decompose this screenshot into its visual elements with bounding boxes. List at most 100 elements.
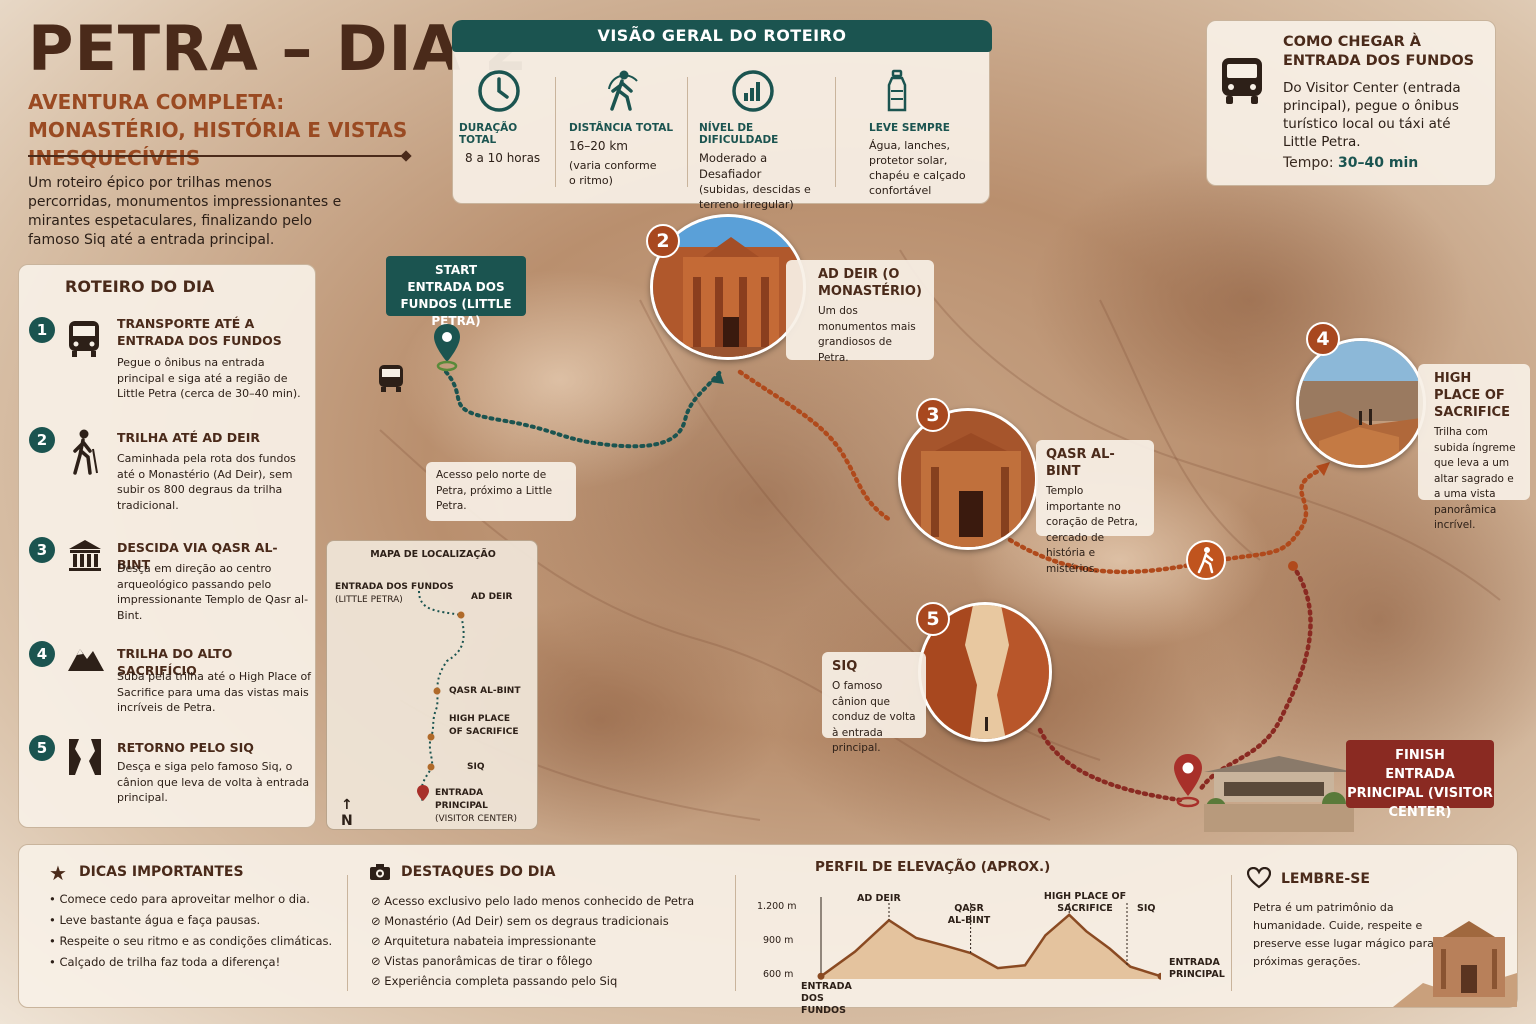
minimap-label: ENTRADA DOS FUNDOS(LITTLE PETRA) — [335, 582, 454, 605]
remember-text: Petra é um patrimônio da humanidade. Cui… — [1253, 901, 1450, 968]
minimap-label: SIQ — [467, 762, 485, 772]
title-divider — [28, 155, 406, 157]
stop-title: AD DEIR (O MONASTÉRIO) — [818, 267, 922, 299]
overview-panel: VISÃO GERAL DO ROTEIRO DURAÇÃO TOTAL 8 a… — [452, 20, 992, 211]
elevation-title: PERFIL DE ELEVAÇÃO (APROX.) — [815, 859, 1051, 875]
stop-badge: 4 — [1306, 322, 1340, 356]
stop-desc: Templo importante no coração de Petra, c… — [1046, 485, 1139, 575]
siq-photo — [918, 602, 1052, 742]
overview-value: Água, lanches, protetor solar, chapéu e … — [869, 139, 966, 197]
canyon-icon — [67, 737, 103, 775]
step-title: TRILHA ATÉ AD DEIR — [117, 430, 260, 445]
tips-title: DICAS IMPORTANTES — [79, 864, 244, 880]
overview-value: 8 a 10 horas — [465, 151, 541, 165]
overview-difficulty: NÍVEL DE DIFICULDADE Moderado a Desafiad… — [699, 69, 833, 212]
check-icon: ⊘ — [371, 934, 381, 948]
finish-pin-icon — [1172, 752, 1204, 814]
overview-distance: DISTÂNCIA TOTAL 16–20 km (varia conforme… — [569, 69, 685, 188]
elevation-annotation: AD DEIR — [857, 893, 901, 904]
elevation-line — [820, 913, 1161, 978]
bus-icon — [67, 319, 103, 357]
overview-note: (varia conforme o ritmo) — [569, 159, 657, 187]
itinerary-panel: ROTEIRO DO DIA 1 TRANSPORTE ATÉ A ENTRAD… — [18, 264, 316, 828]
overview-label: LEVE SEMPRE — [869, 122, 950, 134]
temple-icon — [67, 537, 103, 573]
list-item: ⊘ Acesso exclusivo pelo lado menos conhe… — [371, 894, 695, 908]
north-arrow-icon: ↑N — [341, 797, 353, 829]
elevation-chart — [817, 897, 1161, 980]
overview-bring: LEVE SEMPRE Água, lanches, protetor sola… — [869, 69, 981, 198]
minimap-title: MAPA DE LOCALIZAÇÃO — [370, 549, 496, 560]
bottom-divider — [735, 875, 736, 991]
overview-title: VISÃO GERAL DO ROTEIRO — [452, 20, 992, 52]
bus-icon — [376, 362, 408, 398]
bus-icon — [1219, 55, 1265, 111]
step-number: 3 — [29, 537, 55, 563]
stop-desc: O famoso cânion que conduz de volta à en… — [832, 680, 916, 754]
route-segment-ad-deir-to-qasr — [737, 369, 893, 523]
minimap-finish-pin — [417, 785, 429, 801]
step-title: TRILHA DO ALTO SACRIFÍCIO — [117, 646, 233, 678]
overview-note: (subidas, descidas e terreno irregular) — [699, 183, 811, 211]
stop-desc: Trilha com subida íngreme que leva a um … — [1434, 426, 1516, 531]
overview-label: NÍVEL DE DIFICULDADE — [699, 122, 779, 146]
list-item: • Respeite o seu ritmo e as condições cl… — [49, 934, 333, 948]
tips-list: • Comece cedo para aproveitar melhor o d… — [49, 889, 349, 973]
page-title: PETRA – DIA 2 — [28, 12, 529, 85]
page-subtitle: AVENTURA COMPLETA: MONASTÉRIO, HISTÓRIA … — [28, 90, 408, 170]
route-segment-siq-to-finish — [1037, 727, 1183, 803]
elevation-ytick: 900 m — [763, 935, 794, 946]
water-bottle-icon — [885, 69, 981, 116]
step-title: DESCIDA VIA QASR AL-BINT — [117, 540, 278, 572]
finish-tag: FINISH — [1395, 748, 1445, 763]
list-item: ⊘ Monastério (Ad Deir) sem os degraus tr… — [371, 914, 669, 928]
minimap-point — [433, 687, 441, 695]
step-desc: Caminhada pela rota dos fundos até o Mon… — [117, 452, 296, 512]
overview-value: Moderado a Desafiador — [699, 151, 768, 181]
hiker-icon — [603, 69, 685, 116]
arrival-time-value: 30–40 min — [1338, 155, 1419, 171]
elevation-annotation: QASR AL-BINT — [947, 903, 991, 926]
elevation-end-label: ENTRADA PRINCIPAL — [1169, 957, 1225, 980]
step-desc: Suba pela trilha até o High Place of Sac… — [117, 670, 312, 714]
minimap-point — [427, 733, 435, 741]
minimap-label: QASR AL-BINT — [449, 686, 521, 696]
step-number: 4 — [29, 641, 55, 667]
finish-label: FINISH ENTRADA PRINCIPAL (VISITOR CENTER… — [1346, 740, 1494, 820]
visitor-center-illustration — [1204, 752, 1354, 832]
highlights-title: DESTAQUES DO DIA — [401, 864, 556, 880]
bottom-divider — [1231, 875, 1232, 991]
route-waypoint — [1288, 561, 1298, 571]
start-note: Acesso pelo norte de Petra, próximo a Li… — [426, 462, 576, 521]
stop-title: HIGH PLACE OF SACRIFICE — [1434, 371, 1510, 420]
siq-label: SIQ O famoso cânion que conduz de volta … — [822, 652, 926, 754]
location-minimap: MAPA DE LOCALIZAÇÃO ENTRADA DOS FUNDOS(L… — [326, 540, 538, 830]
list-item: • Comece cedo para aproveitar melhor o d… — [49, 892, 310, 906]
step-title: TRANSPORTE ATÉ A ENTRADA DOS FUNDOS — [117, 316, 282, 348]
route-segment-high-place-to-finish — [1197, 563, 1313, 793]
start-pin-icon — [432, 322, 462, 376]
stop-badge: 3 — [916, 398, 950, 432]
route-segment-qasr-to-high-place — [1007, 467, 1323, 575]
route-arrow-ad-deir — [710, 372, 724, 384]
stop-title: SIQ — [832, 659, 858, 674]
check-icon: ⊘ — [371, 914, 381, 928]
finish-text: ENTRADA PRINCIPAL (VISITOR CENTER) — [1347, 767, 1493, 820]
overview-divider — [687, 77, 688, 187]
highlights-list: ⊘ Acesso exclusivo pelo lado menos conhe… — [371, 891, 721, 991]
itinerary-title: ROTEIRO DO DIA — [65, 277, 215, 296]
mountain-icon — [67, 641, 104, 677]
intro-text: Um roteiro épico por trilhas menos perco… — [28, 175, 342, 248]
elevation-area — [821, 914, 1161, 979]
star-icon: ★ — [49, 861, 67, 885]
temple-illustration — [1393, 913, 1517, 1011]
elevation-start-label: ENTRADA DOS FUNDOS — [801, 981, 852, 1016]
clock-icon — [477, 69, 555, 116]
elevation-ytick: 1.200 m — [757, 901, 797, 912]
bottom-panel: ★ DICAS IMPORTANTES • Comece cedo para a… — [18, 844, 1518, 1016]
heart-icon — [1246, 866, 1272, 893]
elevation-end-point — [1157, 972, 1161, 980]
